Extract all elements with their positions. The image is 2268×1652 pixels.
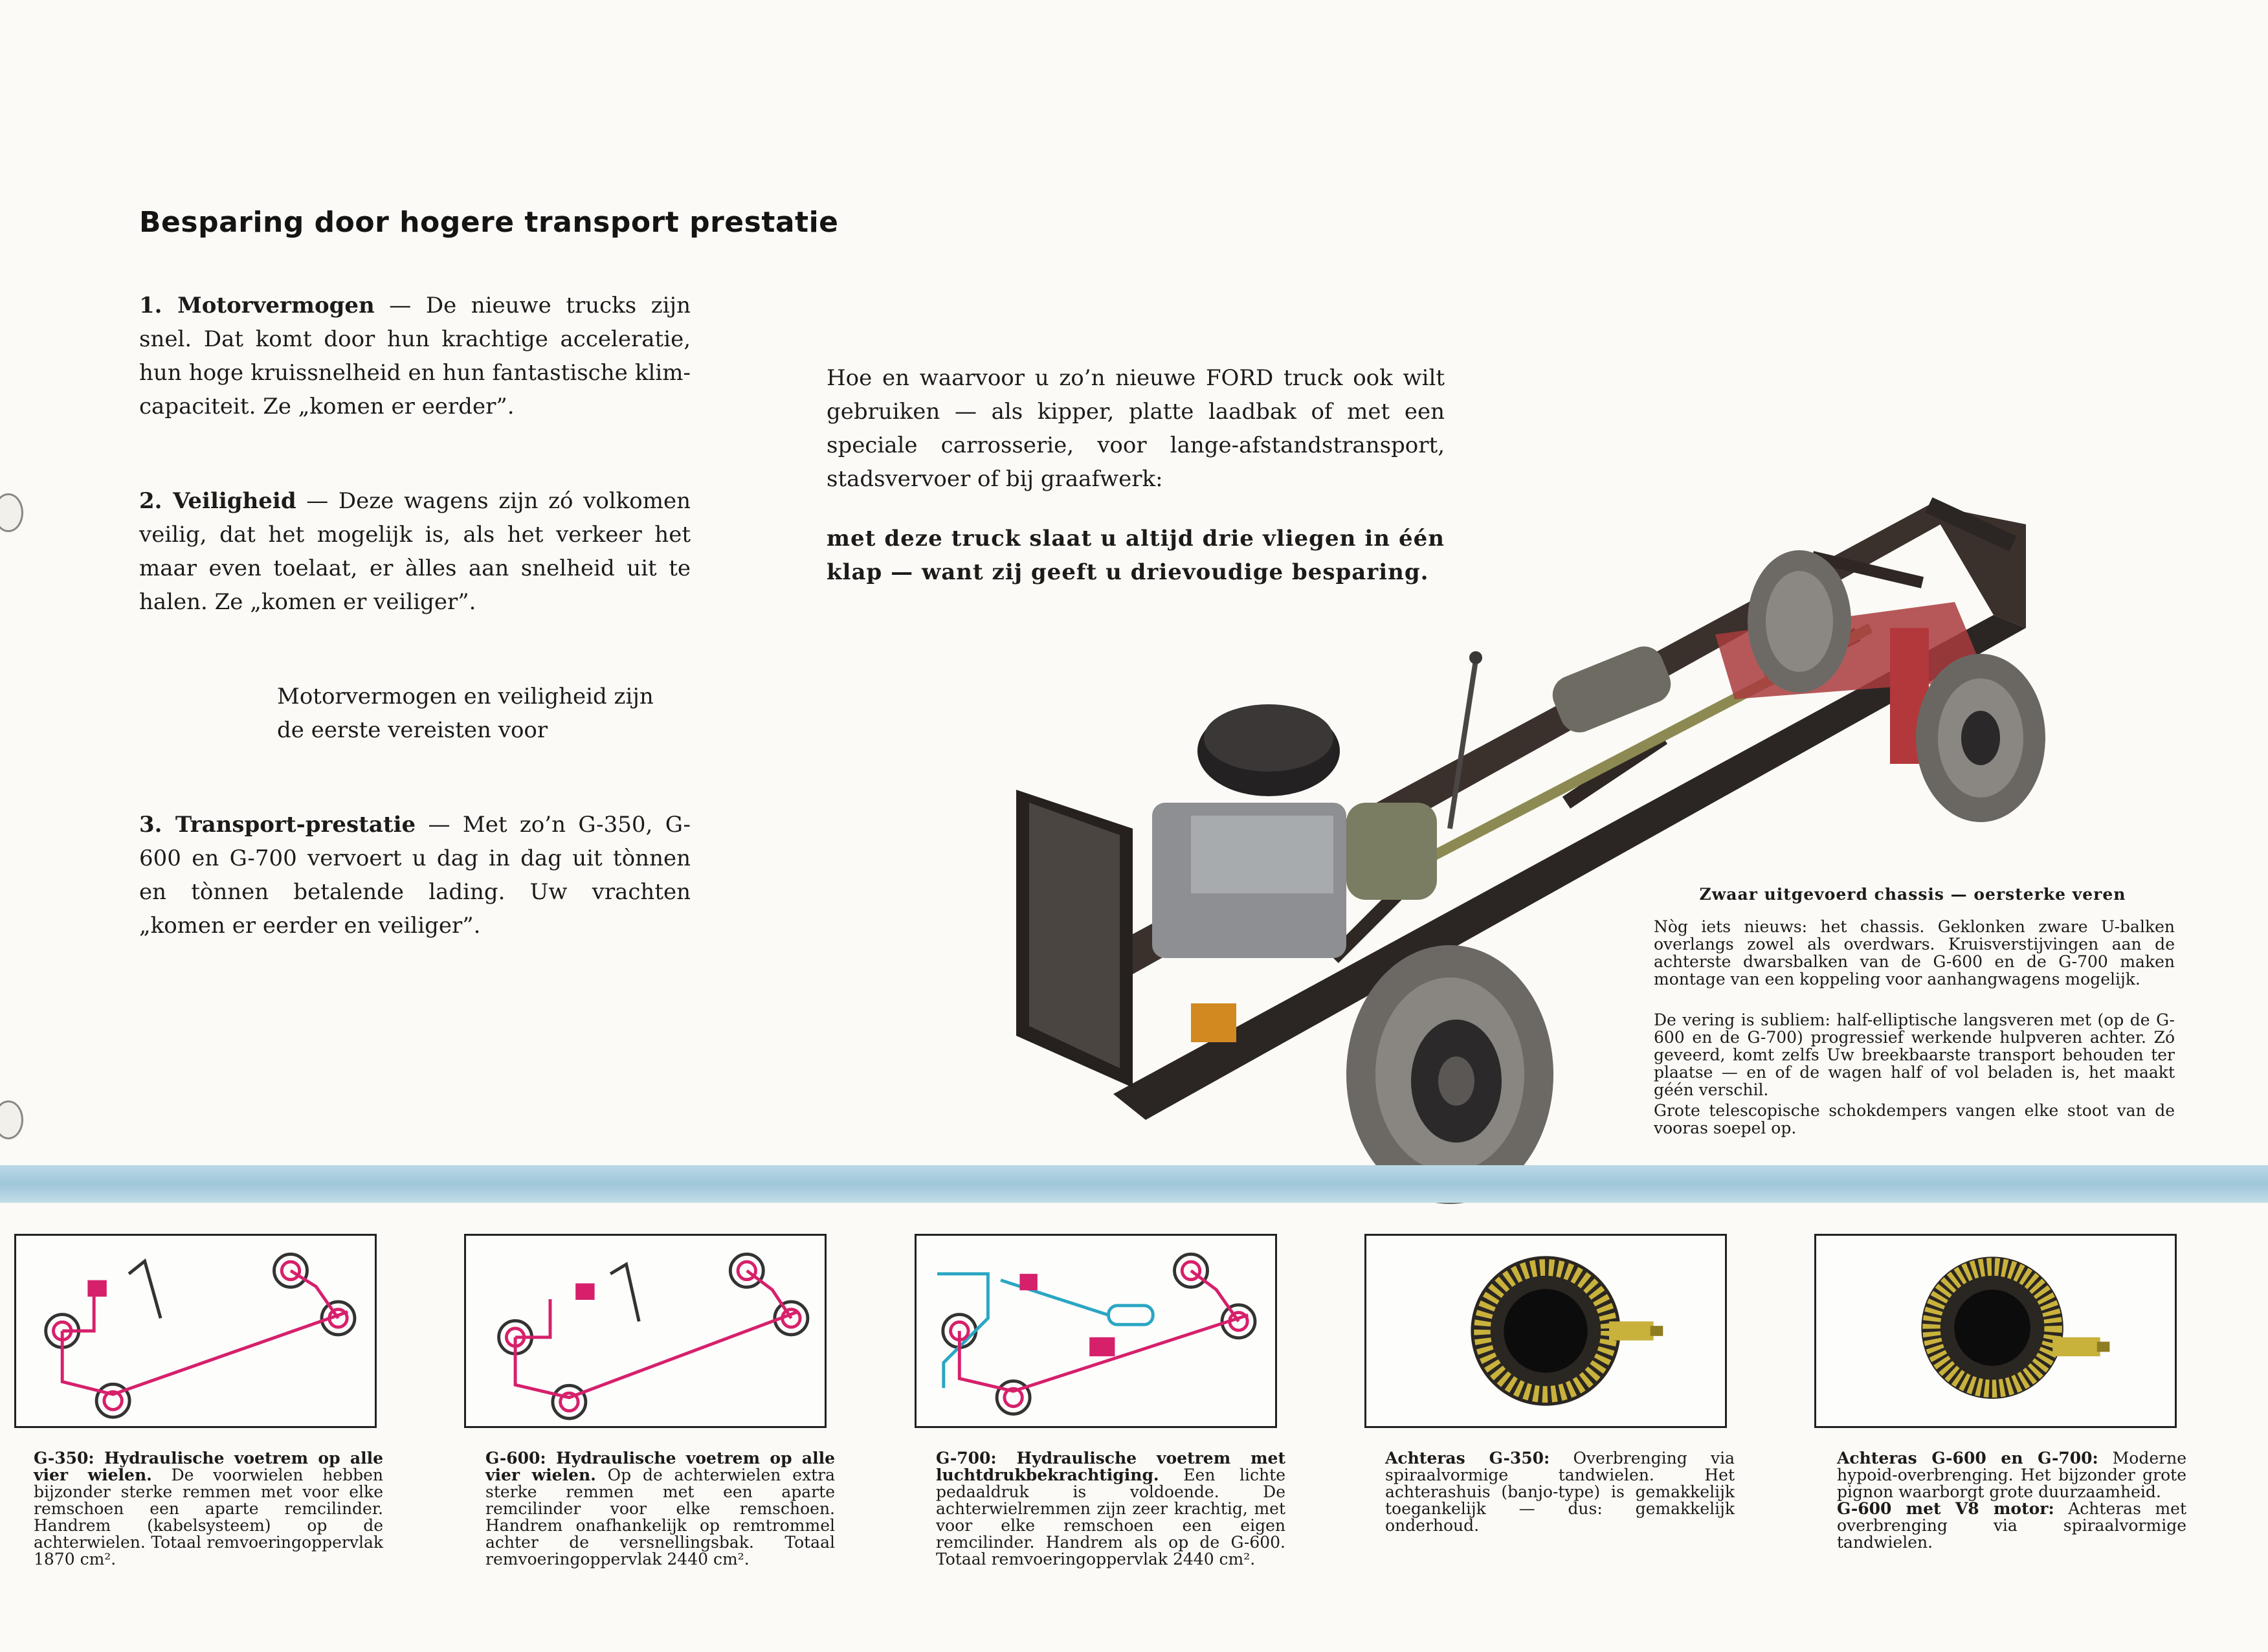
label-veiligheid: 2. Veiligheid <box>139 488 296 514</box>
label-transport-prestatie: 3. Transport-prestatie <box>139 812 416 838</box>
paragraph-veiligheid: 2. Veiligheid — Deze wagens zijn zó volk… <box>139 484 691 619</box>
caption-v8-text: Achteras met overbrenging via spiraalvor… <box>1837 1499 2187 1552</box>
caption-rear-axle-g350-text: Overbrenging via spiraalvormige tandwiel… <box>1385 1449 1735 1535</box>
chassis-paragraph-3: Grote telescopische schokdempers vangen … <box>1654 1101 2175 1137</box>
paragraph-motorvermogen: 1. Motorvermogen — De nieuwe trucks zijn… <box>139 289 691 423</box>
binder-hole <box>0 1100 23 1139</box>
brake-diagram-g700 <box>915 1234 1277 1428</box>
caption-g700: G-700: Hydraulische voetrem met luchtdru… <box>936 1450 1285 1568</box>
vereisten-line-2: de eerste vereisten voor <box>277 717 548 743</box>
paragraph-vereisten: Motorvermogen en veiligheid zijn de eers… <box>277 680 691 747</box>
text-veiligheid: — Deze wagens zijn zó volkomen veilig, d… <box>139 488 691 615</box>
brake-schematic-g350 <box>44 1252 357 1419</box>
caption-g350: G-350: Hydraulische voetrem op alle vier… <box>34 1450 383 1568</box>
caption-rear-axle-g600-title: Achteras G-600 en G-700: <box>1837 1449 2098 1468</box>
paragraph-transport-prestatie: 3. Transport-prestatie — Met zo’n G-350,… <box>139 808 691 943</box>
intro-paragraph: Hoe en waarvoor u zo’n nieuwe FORD truck… <box>827 365 1445 492</box>
rear-axle-illustration-g350 <box>1471 1256 1663 1406</box>
caption-g350-text: De voorwielen hebben bijzonder sterke re… <box>34 1466 383 1568</box>
label-motorvermogen: 1. Motorvermogen <box>139 293 375 318</box>
chassis-paragraph-1: Nòg iets nieuws: het chassis. Geklonken … <box>1654 917 2175 988</box>
page-title: Besparing door hogere transport prestati… <box>139 206 839 239</box>
brake-diagram-g350 <box>14 1234 377 1428</box>
caption-rear-axle-g600-text: Moderne hypoid-overbrenging. Het bijzond… <box>1837 1449 2186 1501</box>
caption-rear-axle-g350: Achteras G-350: Overbrenging via spiraal… <box>1385 1450 1735 1534</box>
chassis-caption-title: Zwaar uitgevoerd chassis — oersterke ver… <box>1699 885 2126 904</box>
rear-axle-diagram-g600-g700 <box>1814 1234 2177 1428</box>
brake-schematic-g700 <box>937 1252 1257 1416</box>
caption-g350-title: G-350: Hydraulische voetrem op alle vier… <box>34 1449 383 1484</box>
caption-g700-title: G-700: Hydraulische voetrem met luchtdru… <box>936 1449 1285 1484</box>
vereisten-line-1: Motorvermogen en veiligheid zijn <box>277 684 654 709</box>
text-motorvermogen: — De nieuwe trucks zijn snel. Dat komt d… <box>139 293 691 419</box>
brake-schematic-g600 <box>497 1252 810 1420</box>
text-transport-prestatie: — Met zo’n G-350, G-600 en G-700 vervoer… <box>139 812 691 939</box>
caption-g600-text: Op de achterwielen extra sterke remmen m… <box>485 1466 835 1568</box>
caption-rear-axle-g350-title: Achteras G-350: <box>1385 1449 1550 1468</box>
rear-axle-illustration-g600-g700 <box>1921 1256 2110 1399</box>
chassis-illustration <box>1016 497 2045 1204</box>
rear-axle-diagram-g350 <box>1364 1234 1727 1428</box>
caption-rear-axle-g600-g700: Achteras G-600 en G-700: Moderne hypoid-… <box>1837 1450 2186 1551</box>
brake-diagram-g600 <box>464 1234 827 1428</box>
caption-v8-title: G-600 met V8 motor: <box>1837 1499 2054 1518</box>
binder-hole <box>0 493 23 532</box>
decorative-band <box>0 1165 2268 1203</box>
caption-g600: G-600: Hydraulische voetrem op alle vier… <box>485 1450 835 1568</box>
chassis-paragraph-2: De vering is subliem: half-elliptische l… <box>1654 1010 2175 1099</box>
bold-slogan: met deze truck slaat u altijd drie vlieg… <box>827 526 1445 585</box>
caption-g600-title: G-600: Hydraulische voetrem op alle vier… <box>485 1449 835 1484</box>
caption-g700-text: Een lichte pedaaldruk is voldoende. De a… <box>936 1466 1285 1568</box>
